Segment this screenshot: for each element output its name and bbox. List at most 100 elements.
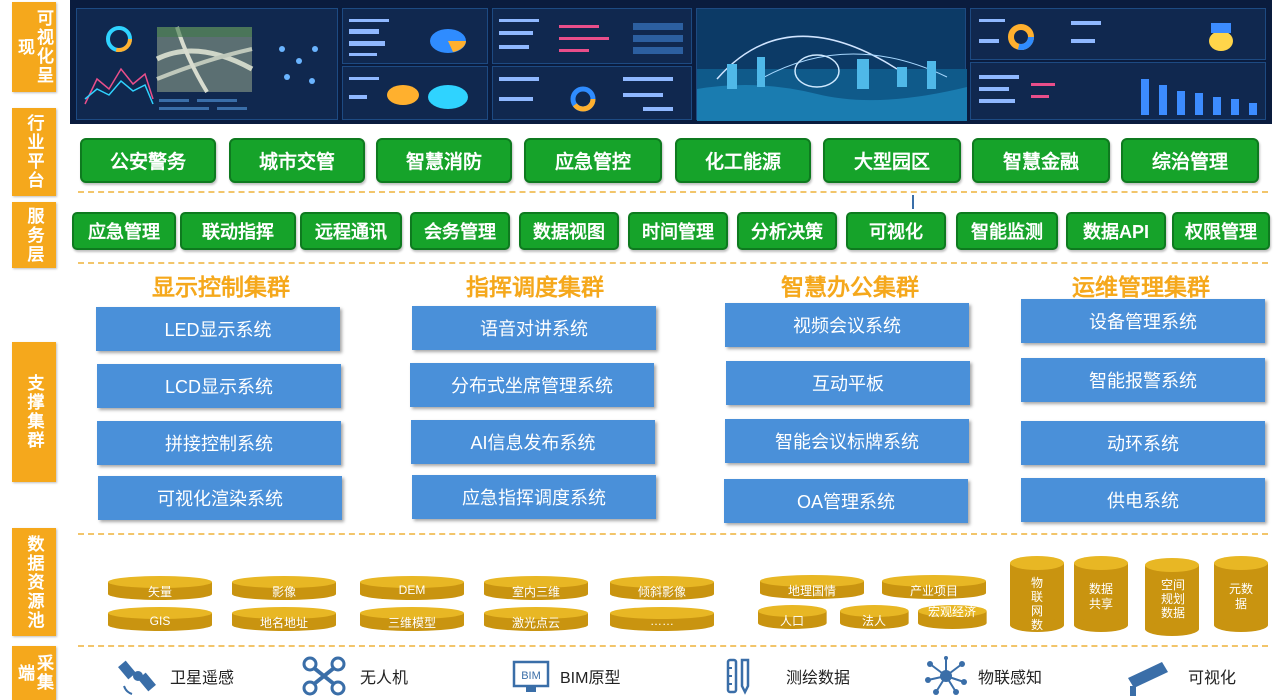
camera-icon — [1128, 662, 1168, 696]
label-population: 人口 — [779, 614, 804, 628]
source-label-visual: 可视化 — [1188, 670, 1237, 687]
cluster-title-display: 显示控制集群 — [152, 274, 290, 300]
layer-label-industry: 行业平台 — [12, 108, 56, 196]
label-db-spatial-plan: 空间规划数据 — [1160, 578, 1185, 620]
cluster-title-ops: 运维管理集群 — [1072, 274, 1210, 300]
label-db-share: 数据共享 — [1088, 582, 1113, 611]
dashboard-panel-list — [492, 8, 692, 64]
layer-label-data-pool: 数据资源池 — [12, 528, 56, 636]
dashboard-panel-right-top — [970, 8, 1266, 60]
dashboard-panel-stats-b — [342, 66, 488, 120]
satellite-icon — [118, 660, 156, 695]
stats-a-graphic — [349, 19, 466, 56]
service-8: 智能监测 — [956, 212, 1058, 250]
traffic-panel-graphic — [84, 26, 318, 110]
system-interactive-panel: 互动平板 — [726, 361, 970, 405]
industry-platform-0: 公安警务 — [80, 138, 216, 183]
system-splice-control: 拼接控制系统 — [97, 421, 341, 465]
industry-platform-7: 综治管理 — [1121, 138, 1259, 183]
divider-support — [78, 533, 1268, 535]
divider-industry — [78, 191, 1268, 193]
source-label-survey: 测绘数据 — [786, 670, 851, 687]
bim-icon: BIM — [512, 660, 550, 692]
right-top-graphic — [979, 19, 1233, 51]
db-metadata — [1214, 556, 1268, 632]
service-5: 时间管理 — [628, 212, 728, 250]
label-gis: GIS — [149, 614, 171, 628]
source-drone: 无人机 — [302, 656, 408, 696]
db-spatial-plan — [1145, 558, 1199, 636]
system-video-conference: 视频会议系统 — [725, 303, 969, 347]
source-iot: 物联感知 — [922, 656, 1042, 696]
service-6: 分析决策 — [737, 212, 837, 250]
label-db-iot: 物联网数据 — [1030, 576, 1043, 646]
label-3d-model: 三维模型 — [387, 616, 436, 630]
iot-icon — [925, 656, 967, 695]
source-satellite: 卫星遥感 — [118, 656, 234, 696]
layer-label-service: 服务层 — [12, 202, 56, 268]
label-db-metadata: 元数据 — [1228, 582, 1253, 611]
service-3: 会务管理 — [410, 212, 510, 250]
system-power-supply: 供电系统 — [1021, 478, 1265, 522]
layer-label-visual: 可视化呈现 — [12, 2, 56, 92]
cluster-title-command: 指挥调度集群 — [466, 274, 604, 300]
stats-b-graphic — [349, 77, 468, 109]
source-label-iot: 物联感知 — [978, 670, 1043, 687]
dashboard-panel-city — [696, 8, 967, 121]
service-9: 数据API — [1066, 212, 1166, 250]
label-indoor-3d: 室内三维 — [511, 585, 560, 599]
system-alarm: 智能报警系统 — [1021, 358, 1265, 402]
divider-service — [78, 262, 1268, 264]
industry-platform-6: 智慧金融 — [972, 138, 1110, 183]
db-iot — [1010, 556, 1064, 632]
label-geo-census: 地理国情 — [787, 584, 836, 598]
dashboard-panel-ring — [492, 66, 692, 120]
source-bim: BIM BIM原型 — [512, 656, 620, 696]
visualization-dashboard — [70, 0, 1272, 124]
dashboard-panel-bars — [970, 62, 1266, 120]
industry-platform-5: 大型园区 — [823, 138, 961, 183]
service-4: 数据视图 — [519, 212, 619, 250]
industry-platform-1: 城市交管 — [229, 138, 365, 183]
label-more: …… — [650, 614, 674, 628]
source-label-drone: 无人机 — [360, 670, 409, 687]
label-oblique: 倾斜影像 — [637, 585, 686, 599]
dashboard-panel-stats-a — [342, 8, 488, 64]
layer-label-support: 支撑集群 — [12, 342, 56, 482]
svg-text:BIM: BIM — [521, 670, 541, 682]
system-render: 可视化渲染系统 — [98, 476, 342, 520]
source-label-satellite: 卫星遥感 — [170, 670, 235, 687]
service-2: 远程通讯 — [300, 212, 402, 250]
industry-platform-3: 应急管控 — [524, 138, 662, 183]
db-share — [1074, 556, 1128, 632]
layer-label-collect: 采集端 — [12, 646, 56, 700]
system-voice-intercom: 语音对讲系统 — [412, 306, 656, 350]
label-vector: 矢量 — [147, 585, 172, 599]
source-visual: 可视化 — [1124, 656, 1236, 696]
service-1: 联动指挥 — [180, 212, 296, 250]
city-graphic — [697, 35, 967, 121]
label-imagery: 影像 — [271, 585, 296, 599]
label-legal-person: 法人 — [861, 614, 886, 628]
system-led-display: LED显示系统 — [96, 307, 340, 351]
bars-graphic — [979, 75, 1257, 115]
divider-data — [78, 645, 1268, 647]
system-device-management: 设备管理系统 — [1021, 299, 1265, 343]
system-seat-management: 分布式坐席管理系统 — [410, 363, 654, 407]
service-10: 权限管理 — [1172, 212, 1270, 250]
system-power-env: 动环系统 — [1021, 421, 1265, 465]
source-label-bim: BIM原型 — [560, 670, 621, 687]
industry-platform-2: 智慧消防 — [376, 138, 512, 183]
system-meeting-sign: 智能会议标牌系统 — [725, 419, 969, 463]
ring-graphic — [499, 77, 673, 112]
drone-icon — [302, 656, 346, 696]
label-address: 地名地址 — [259, 616, 308, 630]
source-survey: 测绘数据 — [722, 656, 850, 696]
list-graphic — [499, 19, 683, 54]
cluster-title-office: 智慧办公集群 — [781, 274, 919, 300]
connector-mark — [912, 195, 914, 209]
label-industry-project: 产业项目 — [909, 584, 958, 598]
system-ai-publish: AI信息发布系统 — [411, 420, 655, 464]
system-emergency-dispatch: 应急指挥调度系统 — [412, 475, 656, 519]
system-lcd-display: LCD显示系统 — [97, 364, 341, 408]
